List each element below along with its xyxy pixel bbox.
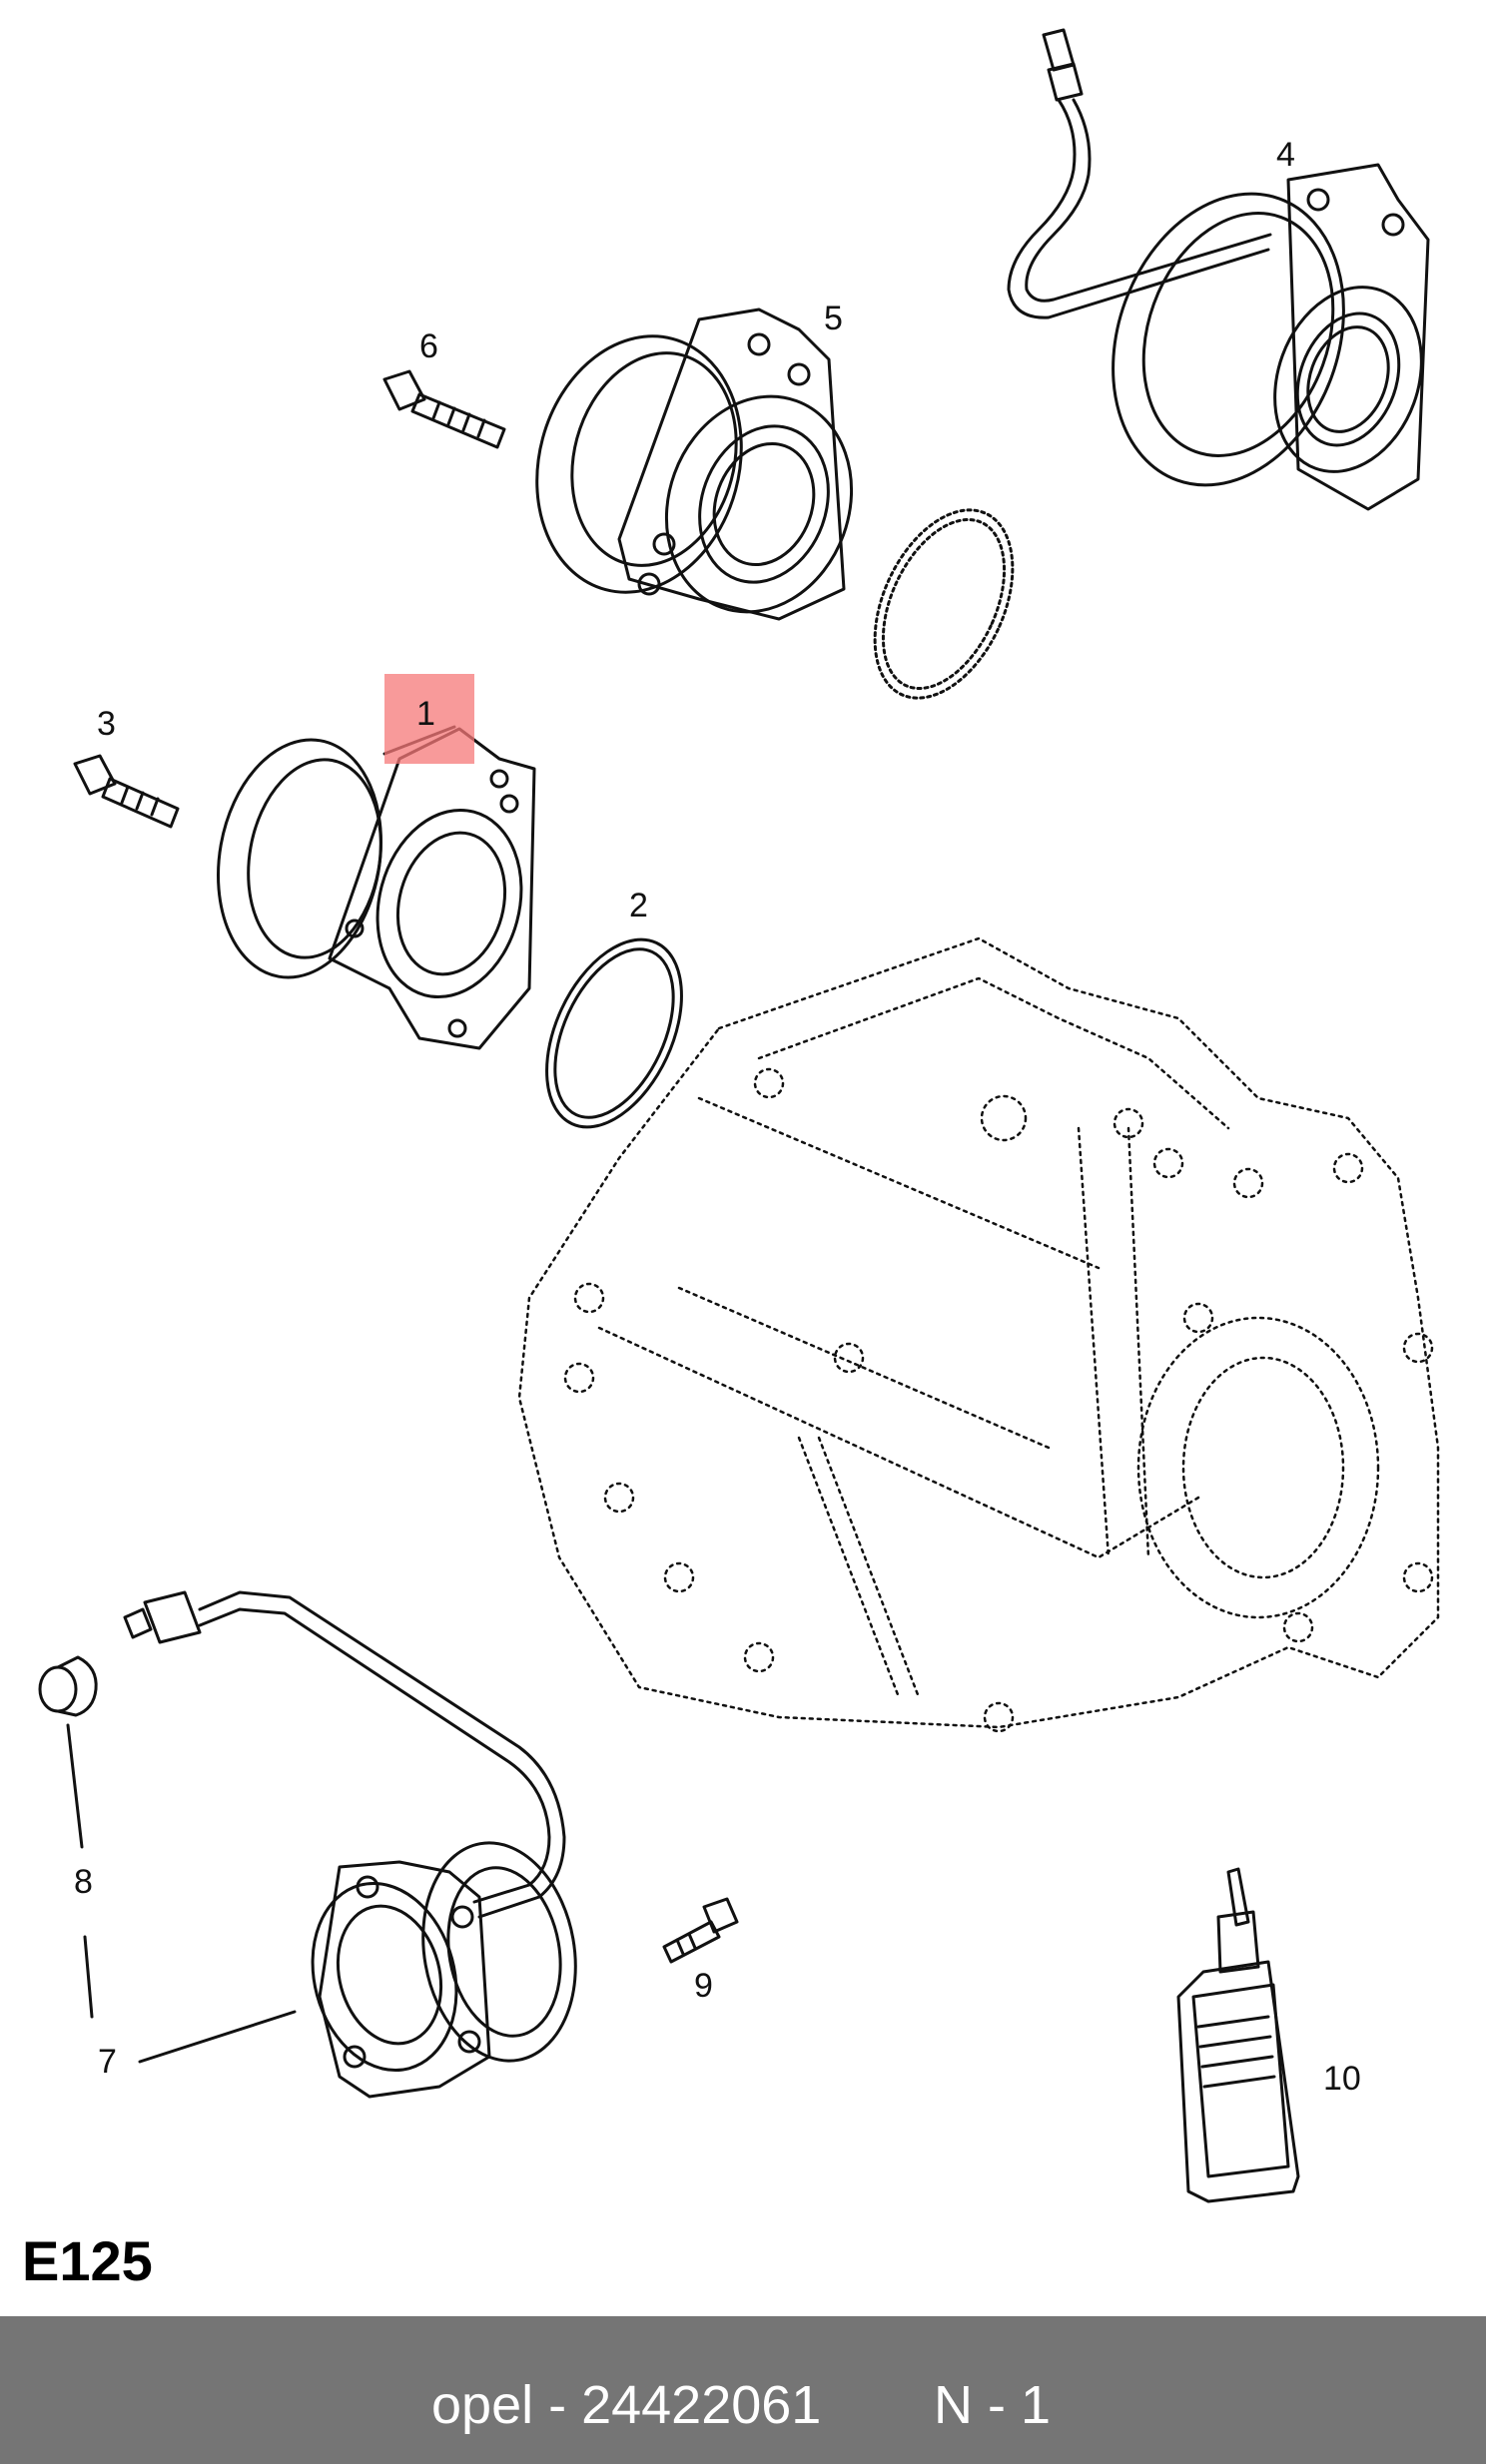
parts-diagram bbox=[38, 28, 1440, 2203]
footer-part-number: opel - 24422061 bbox=[431, 2375, 822, 2435]
footer-quantity: N - 1 bbox=[934, 2375, 1052, 2435]
part-3-bolt bbox=[73, 754, 180, 829]
part-1-slave-cylinder bbox=[217, 725, 536, 1050]
callout-10[interactable]: 10 bbox=[1323, 2060, 1361, 2098]
callout-1[interactable]: 1 bbox=[416, 695, 435, 733]
callout-3[interactable]: 3 bbox=[97, 705, 116, 743]
part-9-bolt bbox=[662, 1897, 739, 1964]
callout-7[interactable]: 7 bbox=[98, 2043, 117, 2081]
part-8-bushing bbox=[38, 1655, 98, 1717]
part-5-slave-cylinder bbox=[535, 308, 854, 621]
part-6-bolt bbox=[382, 369, 506, 449]
part-8-leader-line bbox=[66, 1723, 94, 2019]
callout-2[interactable]: 2 bbox=[629, 887, 648, 924]
callout-9[interactable]: 9 bbox=[694, 1967, 713, 2005]
callout-8[interactable]: 8 bbox=[74, 1863, 93, 1901]
footer-bar bbox=[0, 2316, 1486, 2464]
part-2-o-ring bbox=[545, 937, 683, 1129]
part-7-slave-cylinder bbox=[123, 1590, 577, 2099]
callout-5[interactable]: 5 bbox=[824, 300, 843, 337]
callout-6[interactable]: 6 bbox=[419, 327, 438, 365]
part-5-dotted-ring bbox=[873, 508, 1015, 700]
diagram-code: E125 bbox=[22, 2229, 153, 2292]
gearbox-housing-dotted bbox=[517, 936, 1440, 1733]
part-4-slave-cylinder bbox=[1007, 28, 1430, 511]
part-7-leader-line bbox=[138, 2010, 297, 2064]
part-10-bottle bbox=[1176, 1867, 1300, 2203]
highlight-callout-1 bbox=[384, 674, 474, 764]
callout-4[interactable]: 4 bbox=[1276, 136, 1295, 174]
